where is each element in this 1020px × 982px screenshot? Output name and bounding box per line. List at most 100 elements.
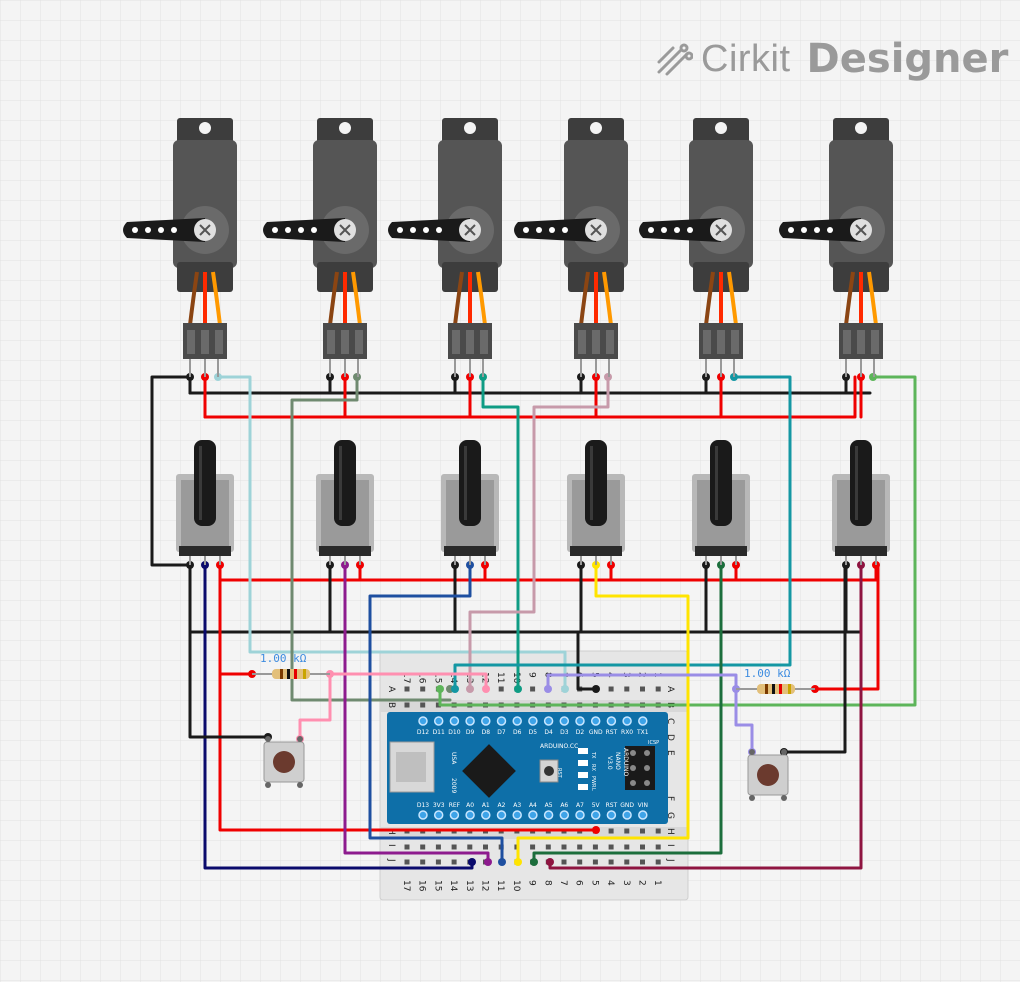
breadboard-hole[interactable] [467,844,473,850]
button2-ground[interactable] [782,563,847,754]
nano-bottom-pin[interactable] [418,810,428,820]
servo-motor[interactable] [779,118,893,377]
button2-signal[interactable] [546,673,738,691]
breadboard-hole[interactable] [451,859,457,865]
button1-ground[interactable] [188,630,270,739]
wire-endpoint[interactable] [514,685,522,693]
breadboard-hole[interactable] [640,686,645,692]
nano-bottom-pin[interactable] [528,810,538,820]
potentiometer[interactable] [832,440,890,565]
nano-top-pin[interactable] [575,716,585,726]
breadboard-hole[interactable] [592,859,598,865]
wire-endpoint[interactable] [436,685,444,693]
pushbutton-1[interactable] [263,736,305,788]
nano-top-pin[interactable] [638,716,648,726]
breadboard-hole[interactable] [530,686,536,692]
breadboard-hole[interactable] [655,828,661,834]
servo-motor[interactable] [639,118,753,377]
breadboard-hole[interactable] [640,828,645,834]
nano-bottom-pin[interactable] [575,810,585,820]
nano-bottom-pin[interactable] [638,810,648,820]
servo-motor[interactable] [514,118,628,377]
servo3-signal[interactable] [481,375,520,691]
breadboard-hole[interactable] [608,844,614,850]
breadboard-hole[interactable] [577,844,583,850]
breadboard-hole[interactable] [420,859,426,865]
breadboard-hole[interactable] [420,844,426,850]
potentiometer[interactable] [692,440,750,565]
nano-bottom-pin[interactable] [449,810,460,820]
button2-to-resistor[interactable] [734,687,754,754]
servo6-signal[interactable] [438,375,917,707]
breadboard-hole[interactable] [624,859,630,865]
servo4-signal[interactable] [468,375,610,691]
breadboard-hole[interactable] [435,702,441,708]
nano-top-pin[interactable] [433,716,444,726]
breadboard-hole[interactable] [624,844,630,850]
pot4-wiper[interactable] [516,563,690,864]
pot3-wiper[interactable] [368,563,504,864]
wire-endpoint[interactable] [484,858,492,866]
breadboard-hole[interactable] [592,844,598,850]
nano-top-pin[interactable] [449,716,460,726]
breadboard-hole[interactable] [435,844,441,850]
nano-top-pin[interactable] [481,716,491,726]
breadboard-hole[interactable] [451,844,457,850]
breadboard-hole[interactable] [577,859,583,865]
wire-endpoint[interactable] [498,858,506,866]
nano-top-pin[interactable] [590,716,601,726]
power-to-resistor-2[interactable] [813,578,880,691]
wire-endpoint[interactable] [544,685,552,693]
potentiometer[interactable] [176,440,234,565]
nano-bottom-pin[interactable] [606,810,617,820]
servo-motor[interactable] [388,118,502,377]
breadboard-hole[interactable] [530,844,536,850]
pot5-wiper[interactable] [532,563,723,864]
nano-top-pin[interactable] [559,716,570,726]
nano-top-pin[interactable] [496,716,507,726]
nano-top-pin[interactable] [528,716,538,726]
breadboard-hole[interactable] [655,686,661,692]
breadboard-hole[interactable] [404,686,410,692]
button1-signal[interactable] [328,672,488,691]
nano-bottom-pin[interactable] [590,810,601,820]
resistor-2[interactable]: 1.00 kΩ [736,667,815,694]
wire-endpoint[interactable] [561,685,569,693]
nano-bottom-pin[interactable] [465,810,475,820]
wire-endpoint[interactable] [592,685,600,693]
wire-endpoint[interactable] [482,685,490,693]
resistor-1[interactable]: 1.00 kΩ [252,652,330,679]
breadboard-hole[interactable] [561,844,567,850]
breadboard-hole[interactable] [655,844,661,850]
nano-bottom-pin[interactable] [433,810,444,820]
potentiometer[interactable] [441,440,499,565]
breadboard-hole[interactable] [655,859,661,865]
pot2-wiper[interactable] [343,563,490,864]
breadboard-hole[interactable] [404,859,410,865]
nano-top-pin[interactable] [622,716,632,726]
breadboard-hole[interactable] [624,686,630,692]
breadboard-hole[interactable] [498,686,504,692]
ground-to-breadboard[interactable] [576,630,598,691]
breadboard-hole[interactable] [608,828,614,834]
breadboard-hole[interactable] [483,844,488,850]
wire-endpoint[interactable] [466,685,474,693]
wire-endpoint[interactable] [592,826,600,834]
breadboard-hole[interactable] [435,859,441,865]
servo-motor[interactable] [263,118,377,377]
nano-top-pin[interactable] [418,716,428,726]
breadboard-hole[interactable] [608,859,614,865]
breadboard-hole[interactable] [640,844,645,850]
wire-endpoint[interactable] [546,858,554,866]
nano-top-pin[interactable] [512,716,522,726]
pushbutton-2[interactable] [747,749,789,801]
breadboard-hole[interactable] [420,702,426,708]
breadboard-hole[interactable] [545,844,551,850]
nano-bottom-pin[interactable] [543,810,554,820]
wire-endpoint[interactable] [468,858,476,866]
wire-endpoint[interactable] [451,685,459,693]
button1-to-resistor[interactable] [298,672,332,741]
breadboard-hole[interactable] [640,859,645,865]
potentiometer[interactable] [316,440,374,565]
wire-endpoint[interactable] [514,858,522,866]
